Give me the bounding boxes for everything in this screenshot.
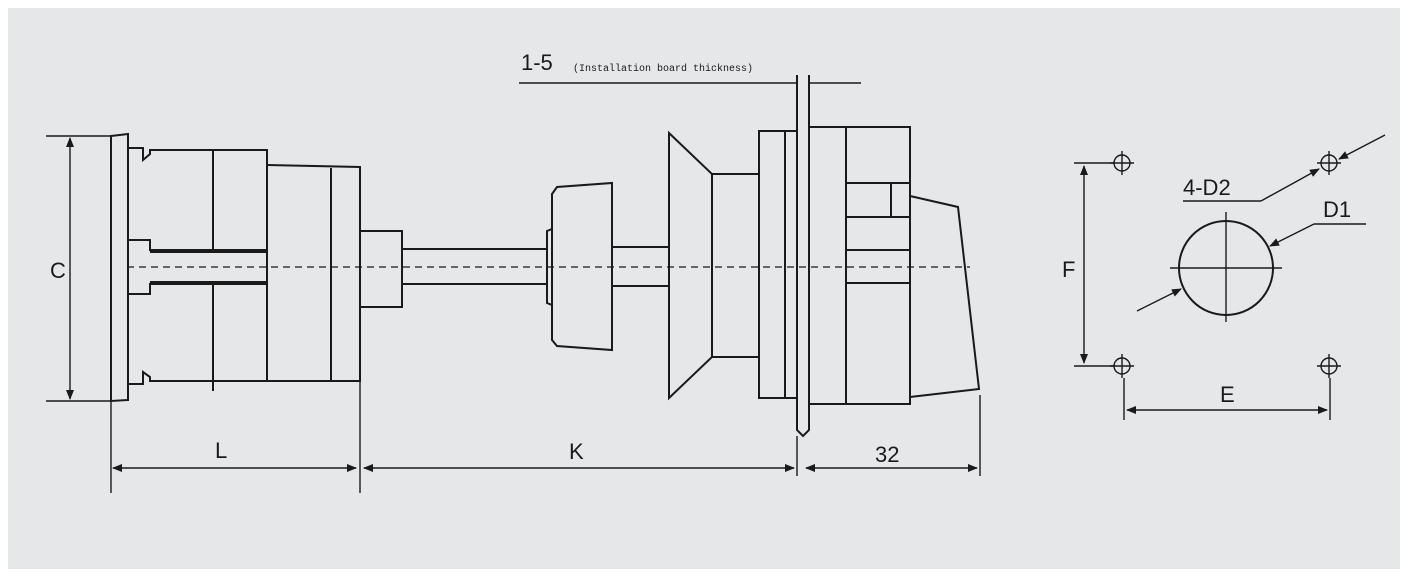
shaft xyxy=(402,248,547,285)
coupling xyxy=(360,230,403,308)
switch-side-view xyxy=(110,75,981,438)
mounting-hole-tr xyxy=(1317,151,1341,175)
label-e: E xyxy=(1220,382,1235,407)
contact-block xyxy=(127,147,268,385)
bezel-collar xyxy=(712,173,760,358)
front-body xyxy=(809,126,911,405)
label-c: C xyxy=(50,258,66,283)
label-f: F xyxy=(1062,257,1075,282)
installation-board xyxy=(796,75,810,438)
label-l: L xyxy=(215,438,227,463)
label-d1: D1 xyxy=(1323,197,1351,222)
bezel xyxy=(668,130,713,401)
label-4-d2: 4-D2 xyxy=(1183,175,1231,200)
base-plate xyxy=(110,132,129,403)
short-shaft xyxy=(612,246,669,287)
label-32: 32 xyxy=(875,442,899,467)
label-board-note: (Installation board thickness) xyxy=(573,63,753,75)
dimensions: C L K 32 1-5 (Installation board thickne… xyxy=(46,50,981,493)
label-board-range: 1-5 xyxy=(521,50,553,75)
d1-arrow-upper xyxy=(1269,223,1315,247)
second-block xyxy=(266,164,361,382)
center-hole xyxy=(1170,212,1282,322)
front-cover xyxy=(909,195,981,398)
label-k: K xyxy=(569,439,584,464)
panel-cutout-view: F E 4-D2 D1 xyxy=(1062,134,1386,420)
drawing-panel xyxy=(8,8,1400,569)
shaft-slot xyxy=(128,239,267,295)
d2-arrow-inner xyxy=(1260,168,1320,202)
knob xyxy=(551,181,613,352)
front-body-cells xyxy=(846,182,910,284)
d2-arrow-outer xyxy=(1338,134,1386,160)
front-ring xyxy=(758,130,798,399)
mounting-hole-br xyxy=(1317,354,1341,378)
d1-arrow-lower xyxy=(1136,288,1182,312)
